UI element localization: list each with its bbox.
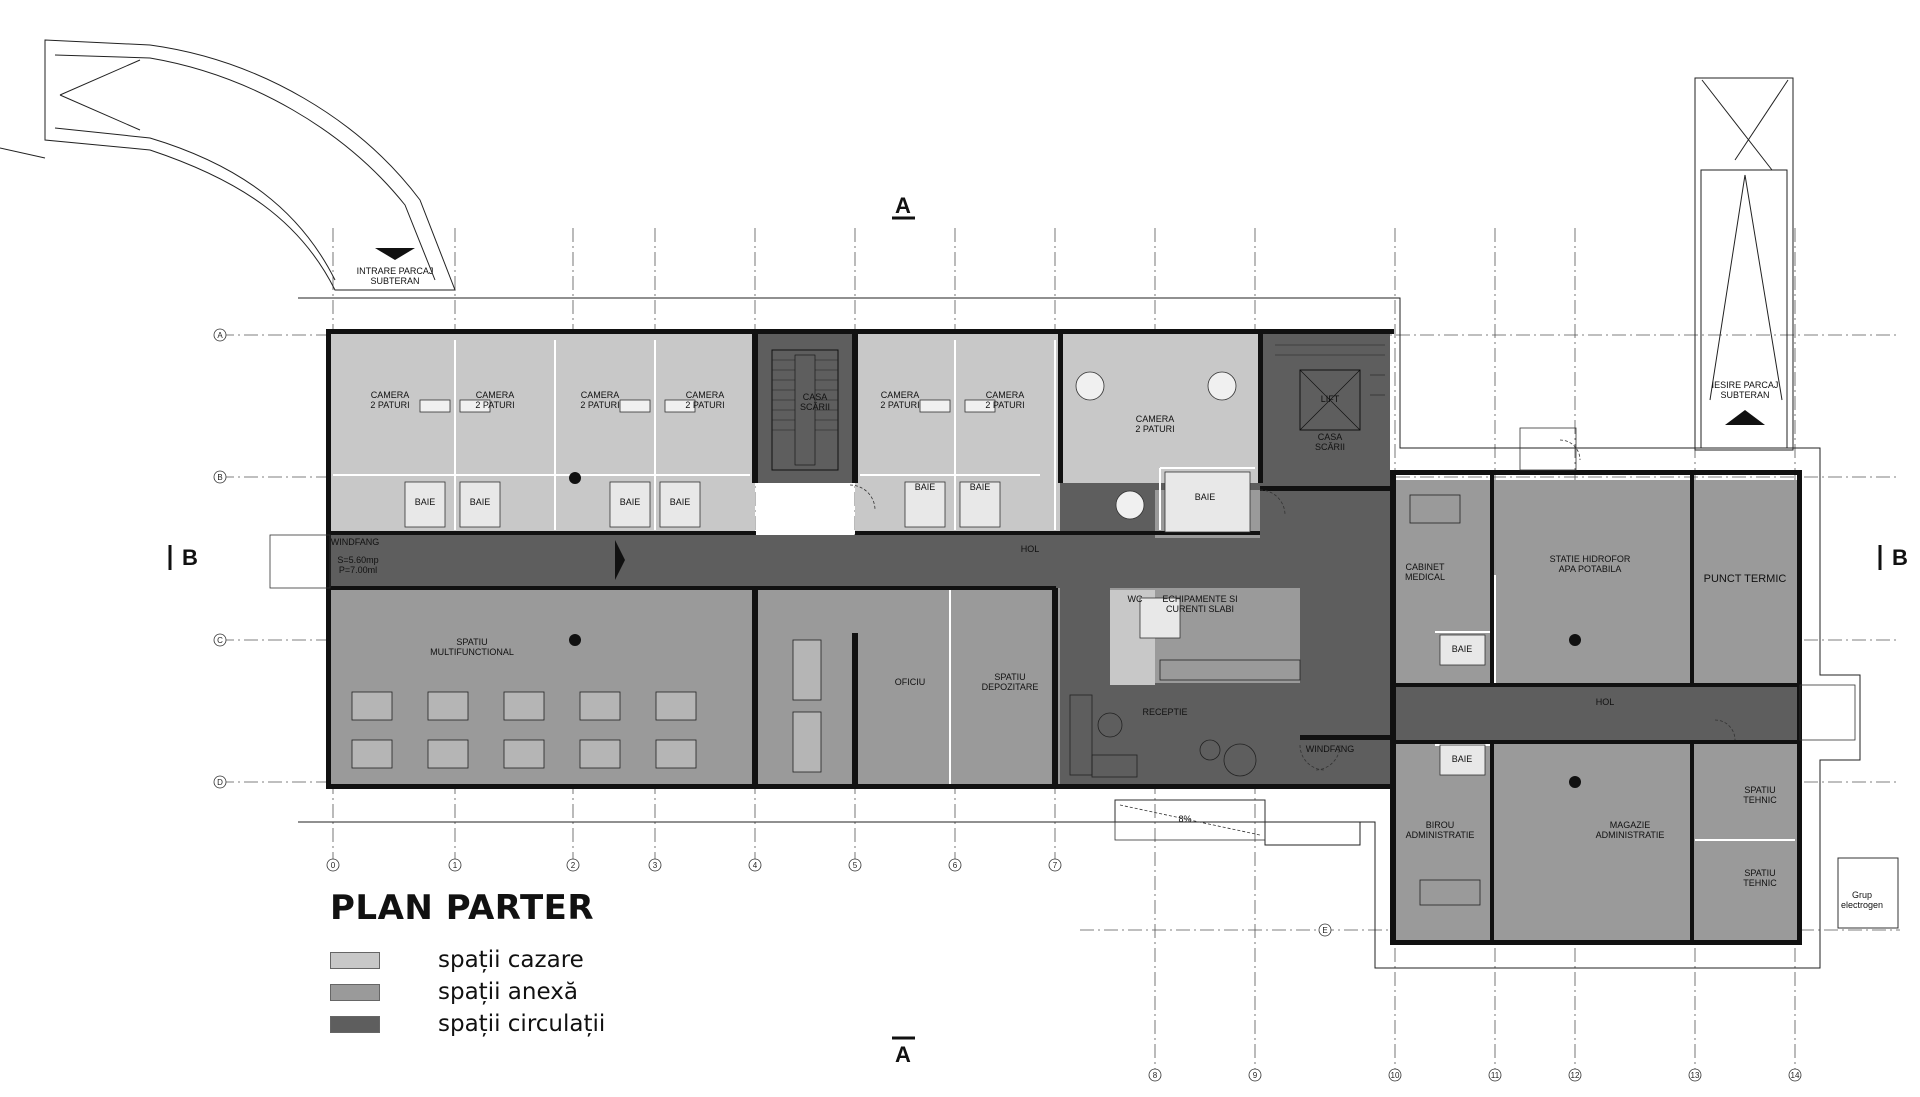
legend-label-cazare: spații cazare <box>438 947 584 973</box>
label-oficiu: OFICIU <box>895 677 926 687</box>
exit-arrow-icon <box>1725 410 1765 425</box>
legend-swatch-circulatii <box>330 1015 380 1033</box>
partitions <box>333 340 1795 841</box>
legend-label-anexa: spații anexă <box>438 979 578 1005</box>
label-windfang-2: WINDFANG <box>1306 744 1355 754</box>
section-marks: A A B B <box>168 193 1908 1067</box>
label-windfang-1: WINDFANG <box>331 537 380 547</box>
bathroom-fixtures <box>404 471 1486 776</box>
stair-core-left <box>771 349 839 471</box>
label-baie-8: BAIE <box>1452 644 1473 654</box>
label-wc: WC <box>1128 594 1143 604</box>
axis-a: A <box>217 331 223 340</box>
label-baie-6: BAIE <box>970 482 991 492</box>
legend-item-circulatii: spații circulații <box>330 1011 606 1037</box>
axis-1: 1 <box>453 861 458 870</box>
label-baie-7: BAIE <box>1195 492 1216 502</box>
walls <box>326 329 1802 945</box>
tables <box>351 639 822 773</box>
label-baie-4: BAIE <box>670 497 691 507</box>
axis-0: 0 <box>331 861 336 870</box>
axis-13: 13 <box>1691 1071 1700 1080</box>
legend-swatch-cazare <box>330 951 380 969</box>
parking-entry-ramp <box>0 39 456 291</box>
section-a-top: A <box>895 193 911 218</box>
axis-d: D <box>217 778 223 787</box>
entry-arrow-icon <box>375 248 415 260</box>
section-b-right: B <box>1892 545 1908 570</box>
stair-core-right <box>1275 344 1385 431</box>
label-receptie: RECEPTIE <box>1142 707 1187 717</box>
beds <box>419 371 1237 520</box>
axis-10: 10 <box>1391 1071 1400 1080</box>
label-baie-3: BAIE <box>620 497 641 507</box>
label-hol-2: HOL <box>1596 697 1615 707</box>
legend-swatch-anexa <box>330 983 380 1001</box>
label-punct-termic: PUNCT TERMIC <box>1704 573 1787 585</box>
east-entrance <box>1799 684 1856 741</box>
label-baie-1: BAIE <box>415 497 436 507</box>
axis-7: 7 <box>1053 861 1058 870</box>
label-baie-2: BAIE <box>470 497 491 507</box>
axis-6: 6 <box>953 861 958 870</box>
generator-box <box>1837 857 1899 929</box>
section-b-left: B <box>182 545 198 570</box>
axis-5: 5 <box>853 861 858 870</box>
axis-3: 3 <box>653 861 658 870</box>
axis-bubbles: A B C D E 0 1 2 3 4 5 6 7 8 9 10 11 12 1… <box>213 328 1802 1082</box>
axis-14: 14 <box>1791 1071 1800 1080</box>
north-entrance <box>1519 427 1577 471</box>
axis-8: 8 <box>1153 1071 1158 1080</box>
door-swings <box>849 439 1736 771</box>
label-hol-1: HOL <box>1021 544 1040 554</box>
label-baie-9: BAIE <box>1452 754 1473 764</box>
reception-furniture <box>1069 494 1481 906</box>
axis-4: 4 <box>753 861 758 870</box>
legend-item-cazare: spații cazare <box>330 947 584 973</box>
axis-12: 12 <box>1571 1071 1580 1080</box>
axis-2: 2 <box>571 861 576 870</box>
columns <box>569 472 1581 788</box>
axis-b: B <box>217 473 222 482</box>
plan-title: PLAN PARTER <box>330 888 595 928</box>
axis-e: E <box>1322 926 1327 935</box>
axis-9: 9 <box>1253 1071 1258 1080</box>
legend-label-circulatii: spații circulații <box>438 1011 606 1037</box>
label-lift: LIFT <box>1321 394 1340 404</box>
label-baie-5: BAIE <box>915 482 936 492</box>
axis-11: 11 <box>1491 1071 1500 1080</box>
axis-c: C <box>217 636 223 645</box>
west-entrance <box>269 534 331 589</box>
label-ramp-slope: 8% <box>1178 814 1191 824</box>
legend-item-anexa: spații anexă <box>330 979 578 1005</box>
access-ramp <box>1114 799 1266 841</box>
corridor-arrow-icon <box>615 540 625 580</box>
section-a-bottom: A <box>895 1042 911 1067</box>
